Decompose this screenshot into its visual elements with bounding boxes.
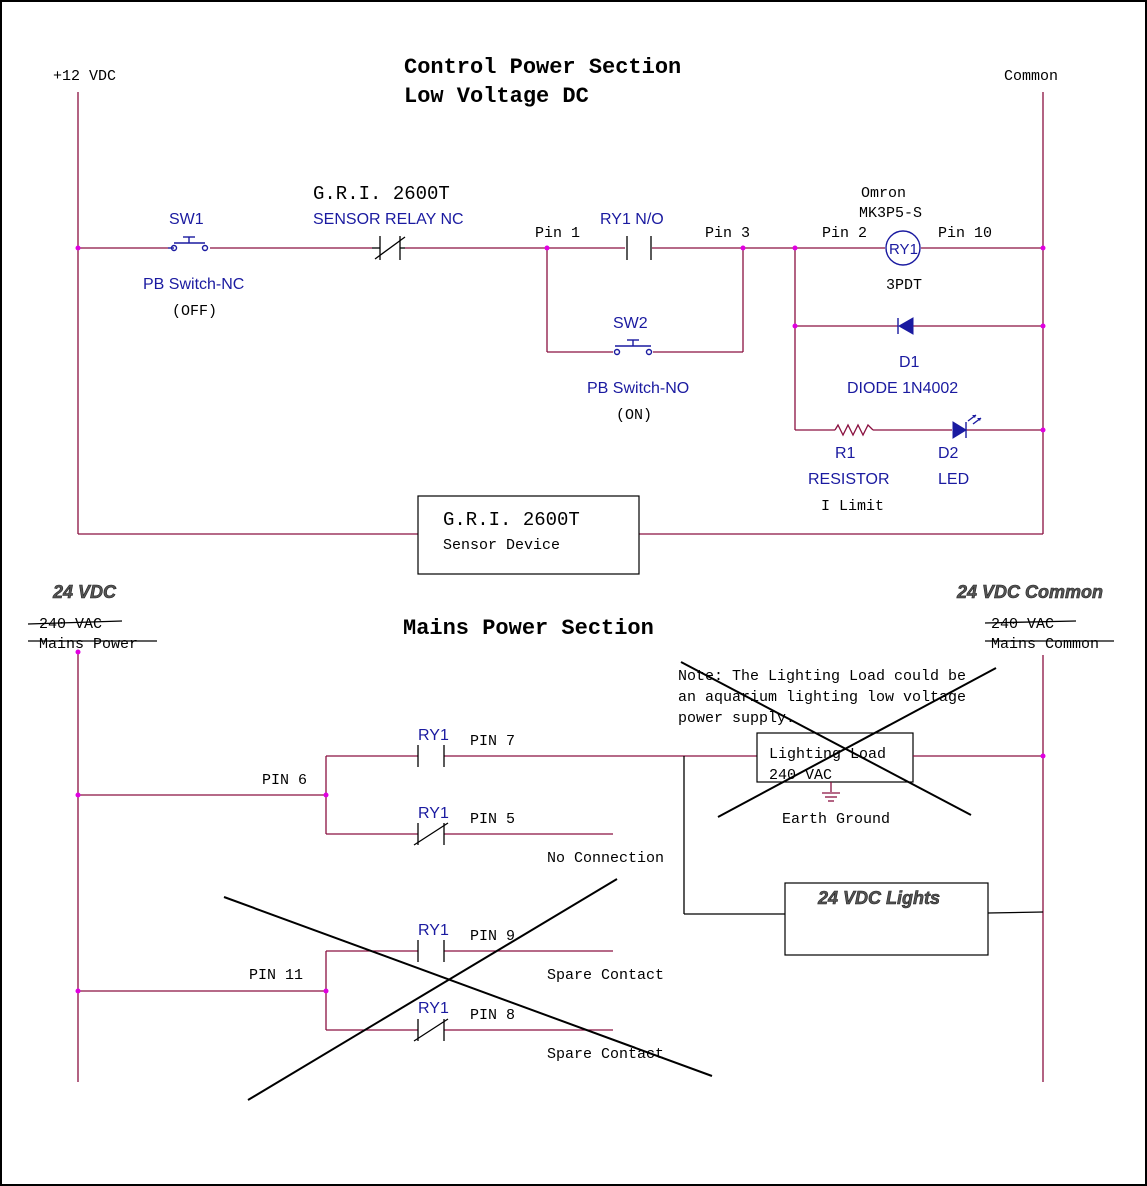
r1-name: RESISTOR (808, 471, 890, 488)
sensor-relay-nc-contact (372, 236, 406, 260)
ry1-no-label: RY1 N/O (600, 211, 664, 228)
pin2-label: Pin 2 (822, 225, 867, 242)
pin1-label: Pin 1 (535, 225, 580, 242)
pin7-label: PIN 7 (470, 733, 515, 750)
spare-contact-label-2: Spare Contact (547, 1046, 664, 1063)
d2-name: LED (938, 471, 969, 488)
rail-label-common: Common (1004, 68, 1058, 85)
note-line2: an aquarium lighting low voltage (678, 689, 966, 706)
ry1-no-contact (626, 236, 652, 260)
d1-diode-symbol (897, 317, 914, 335)
lights-label: 24 VDC Lights (817, 888, 940, 908)
d1-ref: D1 (899, 354, 920, 371)
note-line3: power supply. (678, 710, 795, 727)
rail-label-plus12: +12 VDC (53, 68, 116, 85)
ry1-pin7-ref: RY1 (418, 727, 449, 744)
ry1-pin5-nc-contact (413, 822, 449, 846)
pin9-label: PIN 9 (470, 928, 515, 945)
sw2-state: (ON) (616, 407, 652, 424)
control-title-line2: Low Voltage DC (404, 84, 589, 109)
relay-type: 3PDT (886, 277, 922, 294)
lighting-load-box (756, 732, 914, 783)
sensor-device-name: Sensor Device (443, 537, 560, 554)
spare-contact-label-1: Spare Contact (547, 967, 664, 984)
lights-branch-wire-right (987, 911, 1044, 914)
left-rail-new-label: 24 VDC (52, 582, 117, 602)
sw1-pushbutton-nc (168, 236, 209, 252)
right-rail-new-label: 24 VDC Common (956, 582, 1103, 602)
sensor-device-box (417, 495, 640, 575)
right-rail-old-label-2: Mains Common (991, 636, 1099, 653)
ry1-coil (885, 230, 921, 266)
ry1-pin8-nc-contact (413, 1018, 449, 1042)
sensor-relay-name: SENSOR RELAY NC (313, 211, 464, 228)
sensor-relay-title: G.R.I. 2600T (313, 183, 450, 205)
right-rail-old-label-1: 240 VAC (991, 616, 1054, 633)
sw1-state: (OFF) (172, 303, 217, 320)
lighting-load-line1: Lighting Load (769, 746, 886, 763)
r1-ref: R1 (835, 445, 856, 462)
left-rail-old-label-2: Mains Power (39, 636, 138, 653)
pin3-label: Pin 3 (705, 225, 750, 242)
sw2-pushbutton-no (613, 339, 653, 356)
mains-title: Mains Power Section (403, 616, 654, 641)
d2-ref: D2 (938, 445, 959, 462)
ry1-coil-ref: RY1 (889, 241, 918, 258)
pin8-label: PIN 8 (470, 1007, 515, 1024)
left-strike-1 (27, 620, 123, 625)
pin5-label: PIN 5 (470, 811, 515, 828)
no-connection-label: No Connection (547, 850, 664, 867)
ry1-pin7-no-contact (417, 745, 445, 767)
ry1-pin9-no-contact (417, 940, 445, 962)
sw2-ref: SW2 (613, 315, 648, 332)
r1-note: I Limit (821, 498, 884, 515)
lighting-load-cross-out (680, 661, 997, 818)
ry1-pin9-ref: RY1 (418, 922, 449, 939)
left-rail-old-label-1: 240 VAC (39, 616, 102, 633)
relay-model: MK3P5-S (859, 205, 922, 222)
pin10-label: Pin 10 (938, 225, 992, 242)
d1-name: DIODE 1N4002 (847, 380, 958, 397)
r1-resistor-symbol (834, 423, 874, 437)
control-title-line1: Control Power Section (404, 55, 681, 80)
sw2-name: PB Switch-NO (587, 380, 689, 397)
sw1-name: PB Switch-NC (143, 276, 244, 293)
control-junction-dots (75, 245, 1046, 433)
sensor-device-title: G.R.I. 2600T (443, 509, 580, 531)
lighting-load-line2: 240 VAC (769, 767, 832, 784)
spare-contacts-cross-out (223, 878, 713, 1101)
lights-box (784, 882, 989, 956)
pin11-label: PIN 11 (249, 967, 303, 984)
earth-ground-label: Earth Ground (782, 811, 890, 828)
ry1-pin5-ref: RY1 (418, 805, 449, 822)
earth-ground-icon (822, 782, 840, 802)
mains-junction-dots (75, 649, 1046, 994)
sw1-ref: SW1 (169, 211, 204, 228)
relay-make: Omron (861, 185, 906, 202)
pin6-label: PIN 6 (262, 772, 307, 789)
right-strike-1 (984, 620, 1077, 624)
d2-led-symbol (952, 414, 982, 439)
note-line1: Note: The Lighting Load could be (678, 668, 966, 685)
ry1-pin8-ref: RY1 (418, 1000, 449, 1017)
